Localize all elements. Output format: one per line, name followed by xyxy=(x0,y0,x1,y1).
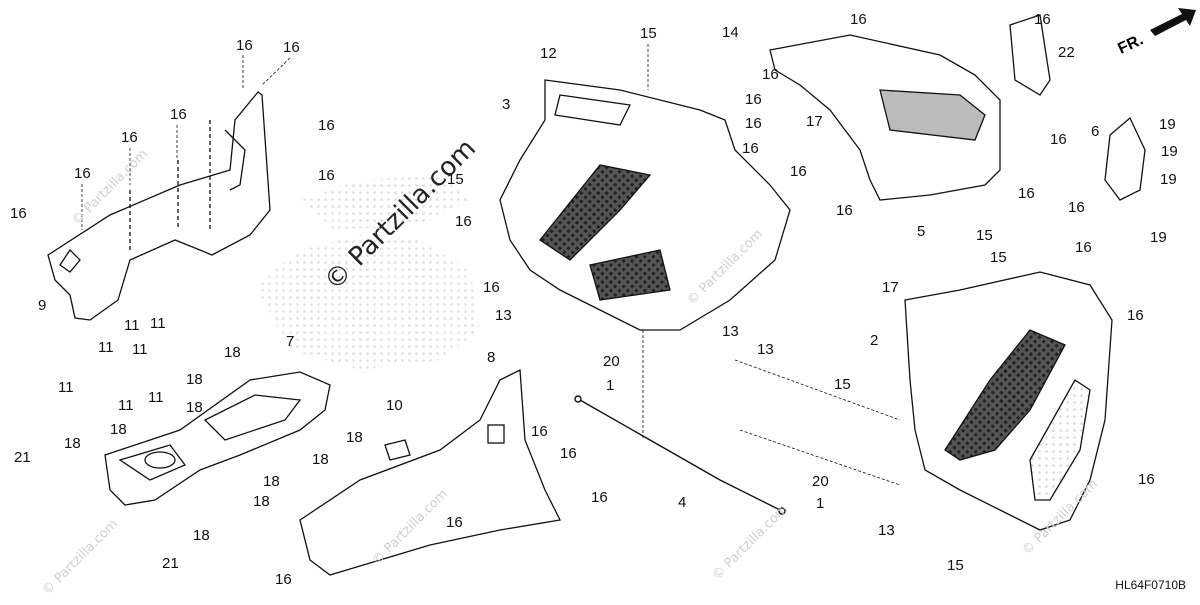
callout-number: 16 xyxy=(483,279,500,296)
callout-number: 17 xyxy=(882,279,899,296)
callout-number: 15 xyxy=(640,25,657,42)
callout-number: 16 xyxy=(1127,307,1144,324)
callout-number: 3 xyxy=(502,96,511,113)
callout-number: 16 xyxy=(531,423,548,440)
callout-number: 18 xyxy=(263,473,280,490)
callout-number: 6 xyxy=(1091,123,1100,140)
part-2-right-panel xyxy=(904,271,1113,531)
part-5-duct xyxy=(769,34,1001,201)
part-9-panel xyxy=(47,91,271,321)
callout-number: 16 xyxy=(742,140,759,157)
callout-number: 16 xyxy=(283,39,300,56)
part-3-center-panel xyxy=(499,79,791,331)
front-arrow-icon xyxy=(1150,8,1196,36)
callout-number: 11 xyxy=(118,397,134,414)
callout-number: 16 xyxy=(1034,11,1051,28)
callout-number: 16 xyxy=(1075,239,1092,256)
callout-number: 18 xyxy=(224,344,241,361)
leader-lines xyxy=(81,44,901,486)
callout-number: 1 xyxy=(816,495,825,512)
callout-number: 15 xyxy=(990,249,1007,266)
callout-number: 16 xyxy=(318,117,335,134)
callout-number: 1 xyxy=(606,377,615,394)
callout-number: 15 xyxy=(447,171,464,188)
callout-number: 4 xyxy=(678,494,687,511)
callout-number: 10 xyxy=(386,397,403,414)
callout-number: 18 xyxy=(186,371,203,388)
callout-number: 16 xyxy=(121,129,138,146)
callout-number: 16 xyxy=(446,514,463,531)
callout-number: 16 xyxy=(762,66,779,83)
callout-number: 11 xyxy=(148,389,164,406)
callout-number: 16 xyxy=(850,11,867,28)
callout-number: 13 xyxy=(757,341,774,358)
callout-number: 16 xyxy=(10,205,27,222)
callout-number: 16 xyxy=(275,571,292,588)
background-emblem xyxy=(255,175,480,370)
callout-number: 16 xyxy=(74,165,91,182)
callout-number: 13 xyxy=(878,522,895,539)
callout-number: 11 xyxy=(98,339,114,356)
callout-number: 11 xyxy=(132,341,148,358)
callout-number: 16 xyxy=(591,489,608,506)
callout-number: 16 xyxy=(836,202,853,219)
callout-number: 16 xyxy=(455,213,472,230)
callout-number: 16 xyxy=(790,163,807,180)
callout-number: 18 xyxy=(193,527,210,544)
callout-number: 18 xyxy=(253,493,270,510)
part-6-bracket xyxy=(1104,116,1146,201)
callout-number: 13 xyxy=(495,307,512,324)
part-22-bracket xyxy=(1009,14,1051,96)
callout-number: 16 xyxy=(170,106,187,123)
callout-number: 16 xyxy=(745,91,762,108)
callout-number: 18 xyxy=(186,399,203,416)
callout-number: 20 xyxy=(812,473,829,490)
callout-number: 19 xyxy=(1160,171,1177,188)
callout-number: 21 xyxy=(162,555,179,572)
callout-number: 16 xyxy=(745,115,762,132)
callout-number: 15 xyxy=(834,376,851,393)
callout-number: 11 xyxy=(150,315,166,332)
callout-number: 19 xyxy=(1150,229,1167,246)
callout-number: 12 xyxy=(540,45,557,62)
callout-number: 5 xyxy=(917,223,926,240)
callout-number: 18 xyxy=(110,421,127,438)
callout-number: 16 xyxy=(318,167,335,184)
part-7-console xyxy=(104,371,331,506)
callout-number: 15 xyxy=(976,227,993,244)
diagram-code: HL64F0710B xyxy=(1115,578,1186,592)
callout-number: 21 xyxy=(14,449,31,466)
part-8-side-trim xyxy=(299,368,561,576)
callout-number: 17 xyxy=(806,113,823,130)
callout-number: 16 xyxy=(560,445,577,462)
callout-number: 7 xyxy=(286,333,295,350)
callout-number: 16 xyxy=(1138,471,1155,488)
callout-number: 19 xyxy=(1161,143,1178,160)
callout-number: 18 xyxy=(346,429,363,446)
callout-number: 20 xyxy=(603,353,620,370)
callout-number: 2 xyxy=(870,332,879,349)
callout-number: 16 xyxy=(1050,131,1067,148)
part-4-cable xyxy=(574,395,786,515)
callout-number: 15 xyxy=(947,557,964,574)
callout-number: 16 xyxy=(1018,185,1035,202)
callout-number: 9 xyxy=(38,297,47,314)
callout-number: 11 xyxy=(124,317,140,334)
callout-number: 19 xyxy=(1159,116,1176,133)
callout-number: 11 xyxy=(58,379,74,396)
callout-number: 8 xyxy=(487,349,496,366)
callout-number: 13 xyxy=(722,323,739,340)
callout-number: 22 xyxy=(1058,44,1075,61)
callout-number: 16 xyxy=(1068,199,1085,216)
callout-number: 14 xyxy=(722,24,739,41)
callout-number: 16 xyxy=(236,37,253,54)
callout-number: 18 xyxy=(312,451,329,468)
callout-number: 18 xyxy=(64,435,81,452)
